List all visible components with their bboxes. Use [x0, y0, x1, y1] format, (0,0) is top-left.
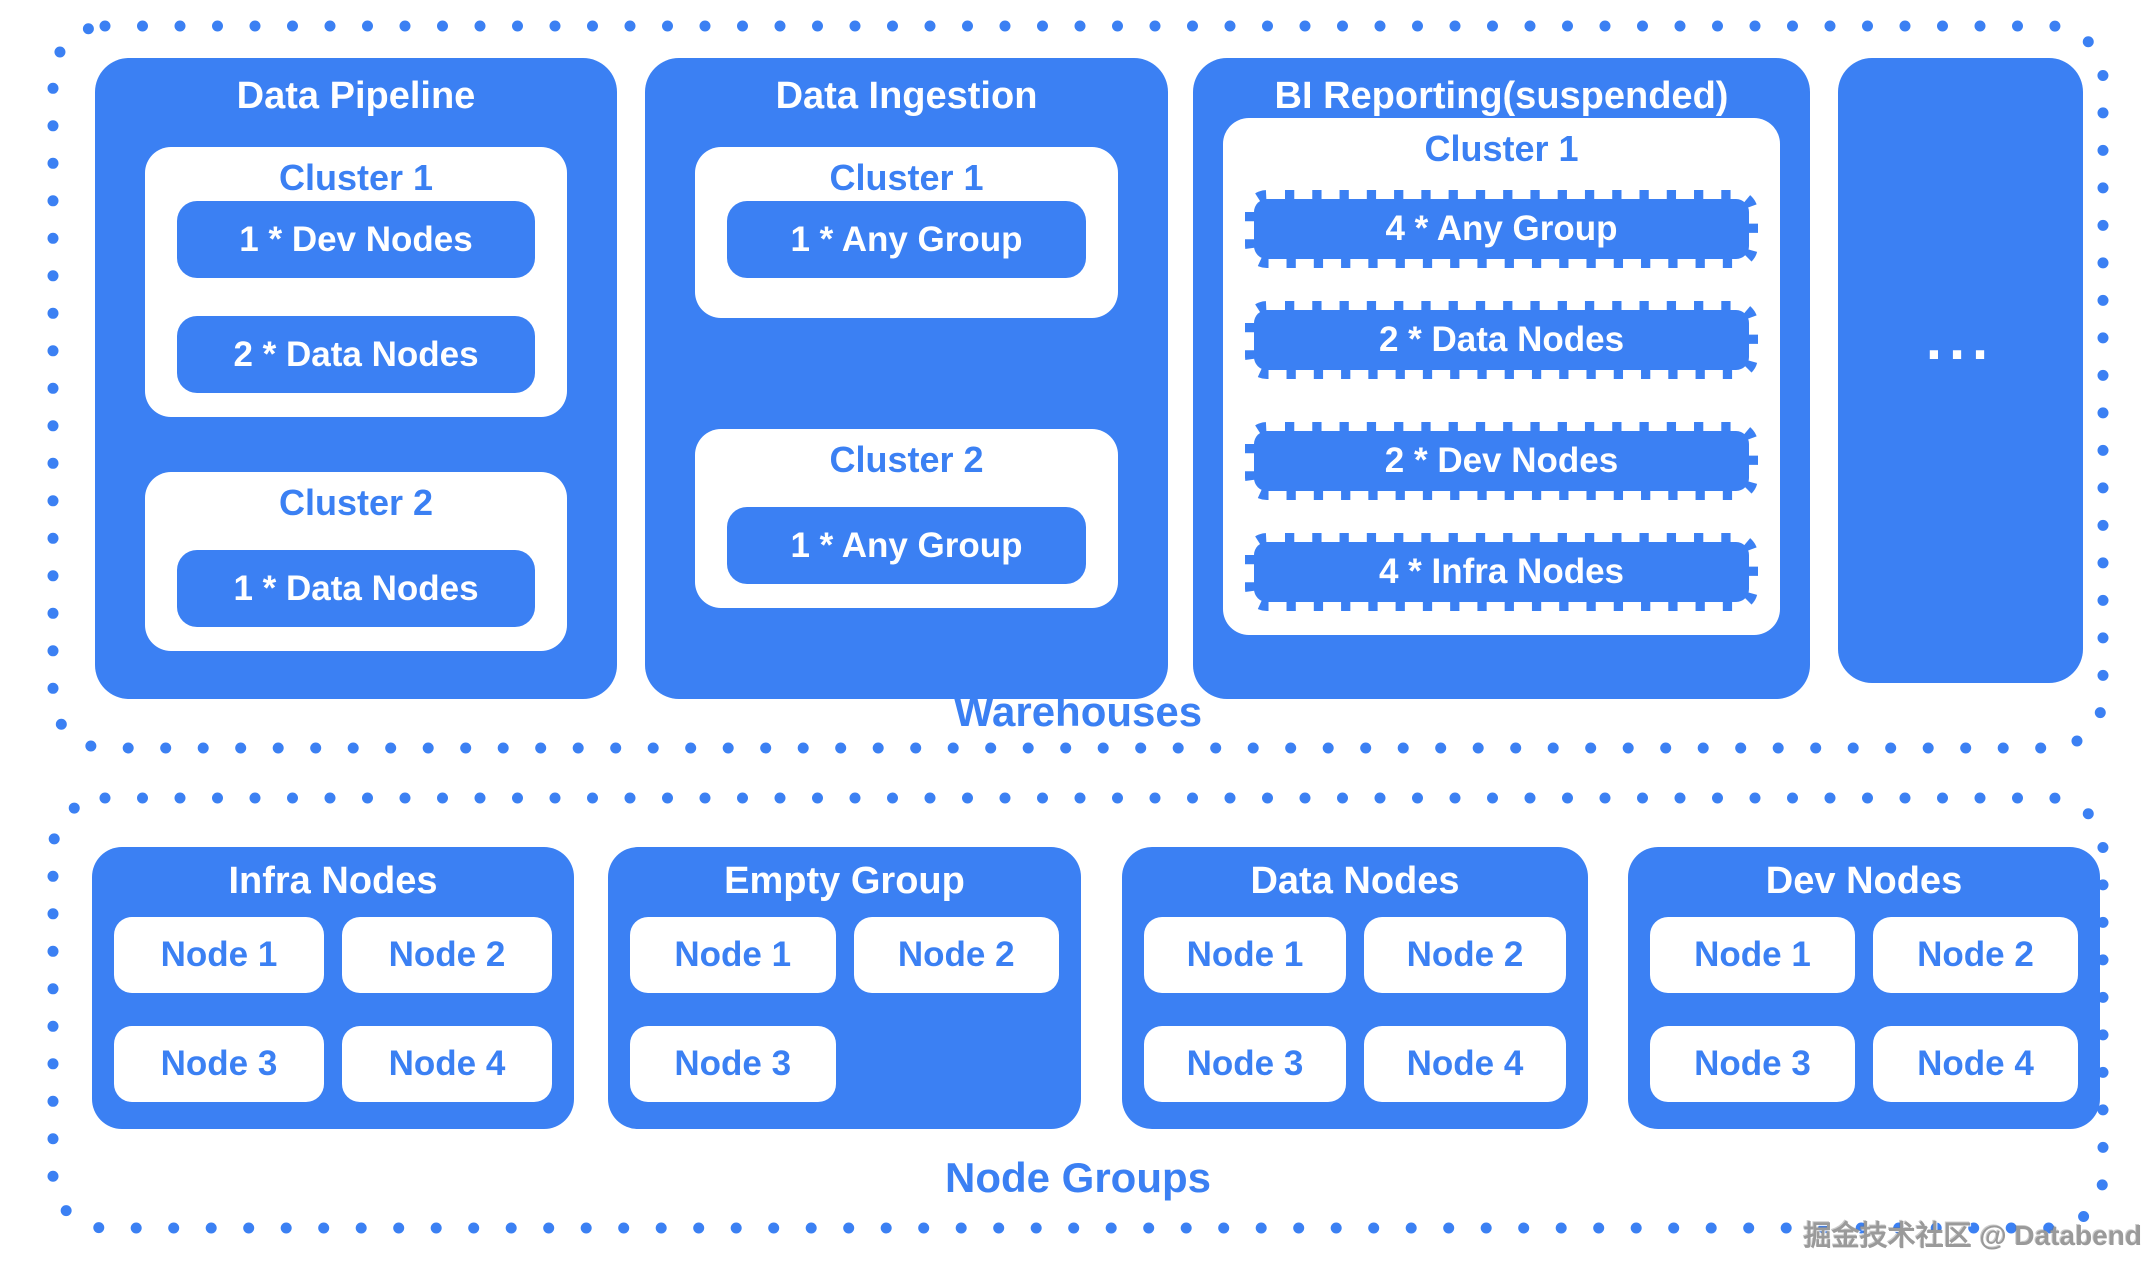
- cluster-box: Cluster 2 1 * Data Nodes: [145, 472, 567, 651]
- cluster-title: Cluster 2: [278, 482, 434, 523]
- node-allocation-pill: 1 * Data Nodes: [177, 550, 535, 627]
- node-pill: Node 2: [853, 917, 1059, 993]
- node-pill: Node 1: [1650, 917, 1855, 993]
- warehouse-box-title: BI Reporting(suspended): [1274, 75, 1729, 117]
- cluster-title: Cluster 1: [1424, 128, 1579, 169]
- warehouses-section-label: Warehouses: [953, 688, 1203, 735]
- watermark: 掘金技术社区 @ Databend: [1803, 1220, 2142, 1251]
- node-pill: Node 1: [1144, 917, 1346, 993]
- suspended-node-pill: 4 * Infra Nodes: [1245, 533, 1758, 611]
- cluster-title: Cluster 1: [829, 157, 984, 198]
- node-allocation-pill: 1 * Any Group: [727, 201, 1086, 278]
- cluster-box: Cluster 1 4 * Any Group 2 * Data Nodes 2 * …: [1223, 118, 1780, 635]
- node-pill: Node 3: [1144, 1026, 1346, 1102]
- node-pill: Node 2: [342, 917, 552, 993]
- node-group-title: Data Nodes: [1250, 860, 1460, 902]
- warehouse-box-bi-reporting-suspended: BI Reporting(suspended) Cluster 1 4 * Any …: [1193, 58, 1810, 699]
- node-pill: Node 1: [114, 917, 324, 993]
- node-group-title: Empty Group: [724, 860, 965, 902]
- node-groups-section-label: Node Groups: [944, 1154, 1211, 1201]
- cluster-title: Cluster 1: [278, 157, 434, 198]
- node-group-title: Dev Nodes: [1765, 860, 1963, 902]
- node-pill: Node 3: [630, 1026, 836, 1102]
- node-allocation-pill: 1 * Any Group: [727, 507, 1086, 584]
- node-pill: Node 3: [1650, 1026, 1855, 1102]
- warehouse-box-title: Data Ingestion: [775, 75, 1038, 117]
- node-pill: Node 4: [342, 1026, 552, 1102]
- cluster-box: Cluster 2 1 * Any Group: [695, 429, 1118, 608]
- node-pill: Node 2: [1873, 917, 2078, 993]
- node-pill: Node 4: [1873, 1026, 2078, 1102]
- suspended-node-pill: 2 * Dev Nodes: [1245, 422, 1758, 500]
- node-pill: Node 2: [1364, 917, 1566, 993]
- cluster-title: Cluster 2: [829, 439, 984, 480]
- warehouse-box-title: Data Pipeline: [236, 75, 476, 117]
- node-pill: Node 4: [1364, 1026, 1566, 1102]
- node-group-title: Infra Nodes: [228, 860, 438, 902]
- suspended-node-pill: 4 * Any Group: [1245, 190, 1758, 268]
- node-pill: Node 1: [630, 917, 836, 993]
- node-allocation-pill: 1 * Dev Nodes: [177, 201, 535, 278]
- warehouse-box-more: ...: [1838, 58, 2083, 683]
- node-allocation-pill: 2 * Data Nodes: [177, 316, 535, 393]
- more-warehouses-ellipsis: ...: [1925, 307, 1996, 372]
- suspended-node-pill: 2 * Data Nodes: [1245, 301, 1758, 379]
- node-pill: Node 3: [114, 1026, 324, 1102]
